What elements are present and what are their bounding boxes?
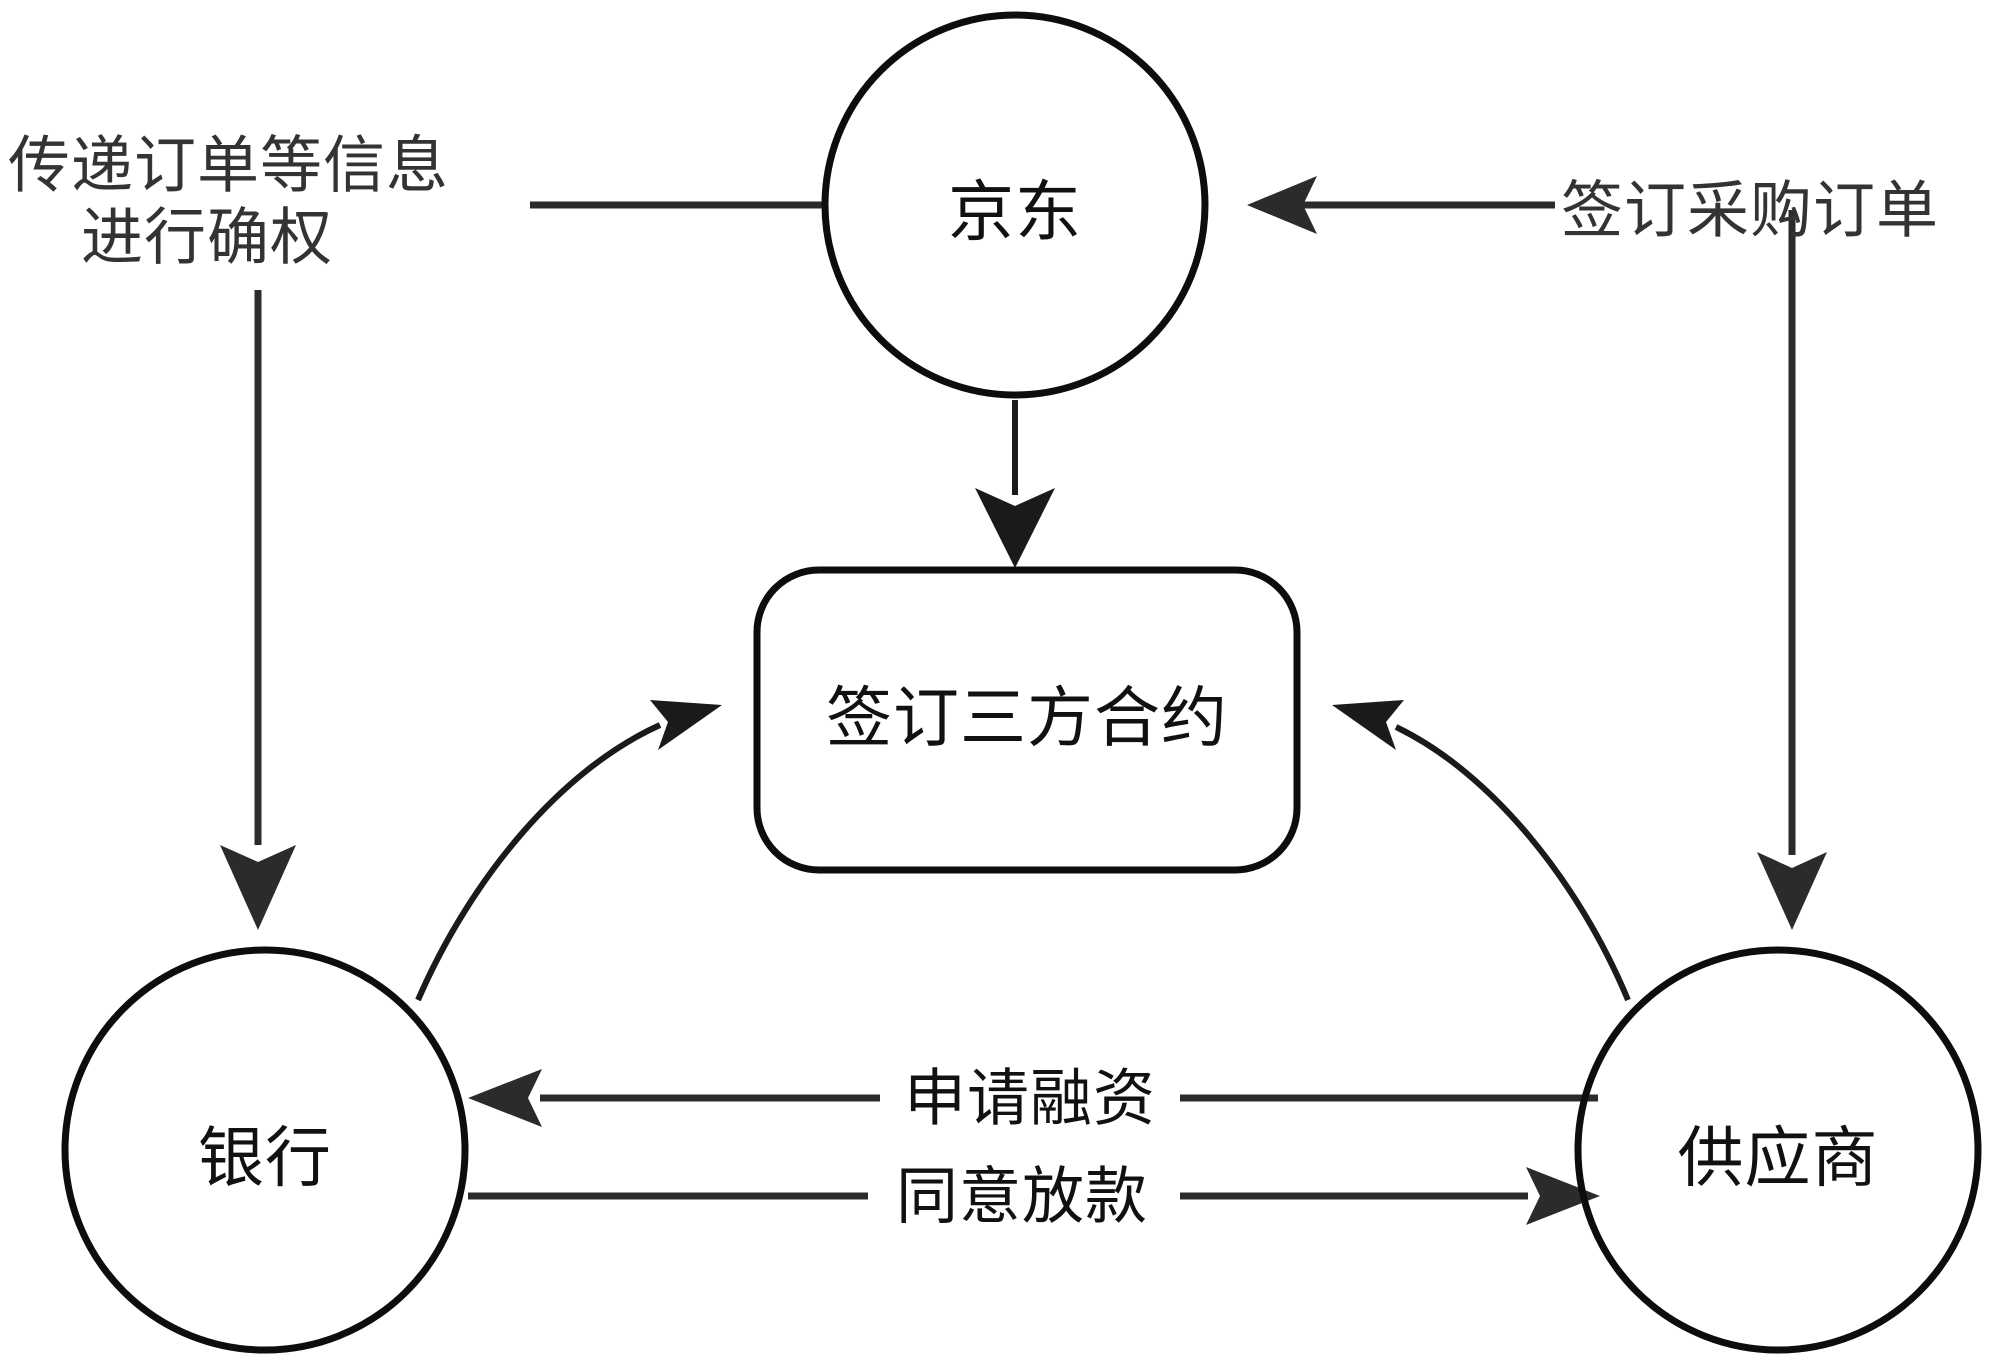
edge-bank-to-contract-arrowhead — [650, 700, 722, 750]
edge-supplier-to-bank-arrowhead — [468, 1069, 542, 1127]
edge-jd-to-bank-arrowhead — [220, 845, 296, 930]
node-jd-circle[interactable] — [821, 11, 1209, 399]
edge-supplier-to-jd — [1247, 176, 1827, 930]
node-bank-label: 银行 — [198, 1120, 332, 1197]
edge-label-jd-to-bank: 传递订单等信息 进行确权 — [8, 129, 449, 274]
edge-label-supplier-to-bank: 申请融资 — [904, 1062, 1156, 1135]
edge-bank-to-supplier — [468, 1167, 1600, 1225]
edge-jd-to-contract-arrowhead — [975, 488, 1055, 568]
edge-right-vertical-arrowhead — [1757, 852, 1827, 930]
node-jd-label: 京东 — [948, 174, 1082, 251]
node-jd[interactable]: 京东 — [821, 11, 1209, 399]
edge-bank-to-contract-curve — [415, 722, 662, 1002]
edge-jd-to-bank — [220, 201, 828, 930]
edge-supplier-to-contract-curve — [1394, 724, 1631, 1002]
edge-label-supplier-to-jd: 签订采购订单 — [1561, 174, 1939, 247]
edge-bank-to-contract — [415, 700, 722, 1002]
node-supplier-circle[interactable] — [1574, 946, 1982, 1354]
edge-supplier-to-bank — [468, 1069, 1598, 1127]
edge-label-supplier-to-jd-line1: 签订采购订单 — [1561, 174, 1939, 247]
node-contract-label: 签订三方合约 — [826, 680, 1228, 757]
edge-supplier-to-contract — [1332, 700, 1631, 1002]
node-contract-rect[interactable] — [753, 566, 1301, 874]
edge-supplier-to-contract-arrowhead — [1332, 700, 1404, 750]
edge-bank-to-supplier-arrowhead — [1526, 1167, 1600, 1225]
edge-jd-to-contract — [975, 400, 1055, 568]
edge-label-jd-to-bank-line2: 进行确权 — [81, 201, 333, 274]
node-contract[interactable]: 签订三方合约 — [753, 566, 1301, 874]
edge-label-jd-to-bank-line1: 传递订单等信息 — [8, 129, 449, 202]
edge-label-bank-to-supplier-text: 同意放款 — [896, 1160, 1148, 1233]
edge-label-bank-to-supplier: 同意放款 — [896, 1160, 1148, 1233]
node-supplier[interactable]: 供应商 — [1574, 946, 1982, 1354]
edge-supplier-to-jd-arrowhead — [1247, 176, 1317, 234]
edge-label-supplier-to-bank-text: 申请融资 — [904, 1062, 1156, 1135]
node-bank-circle[interactable] — [61, 946, 469, 1354]
node-bank[interactable]: 银行 — [61, 946, 469, 1354]
node-supplier-label: 供应商 — [1678, 1120, 1879, 1197]
